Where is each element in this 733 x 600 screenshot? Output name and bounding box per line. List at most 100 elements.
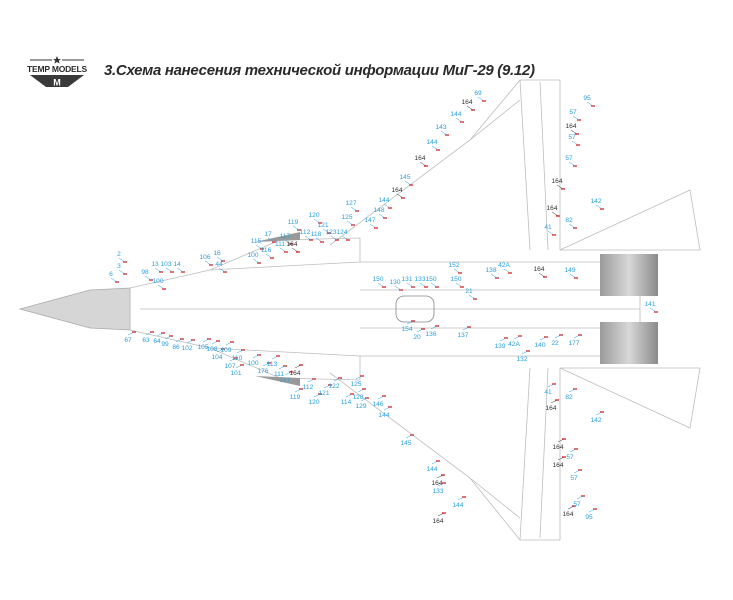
leader-line	[216, 256, 224, 262]
leader-line	[204, 260, 212, 266]
leader-line	[252, 258, 260, 264]
callout-number: 140	[534, 342, 545, 349]
callout-number: 120	[308, 399, 319, 406]
leader-line	[279, 247, 287, 253]
decal-marks	[115, 100, 658, 514]
leader-line	[110, 277, 118, 283]
callout-number: 111	[275, 241, 285, 248]
leader-line	[576, 495, 584, 500]
leader-line	[252, 354, 260, 359]
callout-number: 137	[457, 332, 468, 339]
leader-line	[154, 267, 162, 273]
leader-line	[378, 213, 386, 219]
callout-number: 41	[544, 389, 552, 396]
leader-line	[218, 267, 226, 273]
callout-number: 100	[247, 360, 258, 367]
callout-number: 2	[117, 251, 121, 258]
leader-line	[466, 105, 474, 111]
leader-line	[307, 378, 315, 383]
callout-number: 82	[565, 394, 573, 401]
leader-line	[649, 307, 657, 313]
callout-number: 130	[389, 279, 400, 286]
leader-line	[539, 336, 547, 341]
leader-line	[341, 235, 349, 241]
leader-line	[235, 364, 243, 369]
leader-line	[586, 101, 594, 107]
leader-line	[156, 332, 164, 337]
callout-number: 131	[401, 276, 412, 283]
leader-line	[404, 180, 412, 186]
leader-line	[186, 339, 194, 344]
leader-line	[265, 253, 273, 259]
callout-number-164: 164	[545, 405, 556, 412]
leader-line	[430, 282, 438, 288]
lower-wing	[329, 368, 561, 541]
callout-number: 57	[568, 134, 576, 141]
callout-number: 69	[474, 90, 482, 97]
leader-line	[383, 203, 391, 209]
callout-number: 109	[220, 347, 231, 354]
callout-number: 144	[426, 139, 437, 146]
callout-number: 150	[450, 276, 461, 283]
left-intake	[209, 237, 361, 271]
leader-line	[595, 204, 603, 210]
callout-number: 143	[435, 124, 446, 131]
callout-number: 3	[117, 263, 121, 270]
leader-line	[569, 448, 577, 453]
leader-line	[144, 275, 152, 281]
upper-wing	[329, 79, 561, 250]
callout-number: 41	[544, 224, 552, 231]
leader-line	[503, 268, 511, 274]
callout-number: 152	[448, 262, 459, 269]
callout-number: 112	[303, 384, 314, 391]
leader-line	[457, 496, 465, 501]
callout-number: 105	[197, 344, 208, 351]
callout-number: 103	[160, 261, 171, 268]
callout-number: 142	[590, 198, 601, 205]
leader-line	[165, 267, 173, 273]
callout-number: 117	[280, 233, 291, 240]
leader-line	[255, 244, 263, 250]
upper-engine-nozzle	[600, 254, 658, 296]
leader-line	[572, 115, 580, 121]
callout-number: 106	[199, 254, 210, 261]
callout-number: 20	[413, 334, 421, 341]
leader-line	[416, 328, 424, 333]
callout-number: 114	[341, 399, 352, 406]
leader-line	[127, 331, 135, 336]
callout-number: 149	[564, 267, 575, 274]
callout-number: 150	[372, 276, 383, 283]
leader-line	[437, 512, 445, 517]
callout-number: 22	[551, 340, 559, 347]
callout-number: 57	[566, 454, 574, 461]
lower-wing-flap	[469, 367, 549, 541]
callout-number-164: 164	[432, 518, 443, 525]
leader-line	[547, 230, 555, 236]
callout-number: 116	[261, 247, 272, 254]
callout-number: 141	[644, 301, 655, 308]
callout-number: 102	[181, 345, 192, 352]
callout-number: 57	[569, 109, 577, 116]
callout-number: 108	[206, 346, 217, 353]
leader-line	[568, 223, 576, 229]
leader-line	[588, 508, 596, 513]
leader-line	[333, 377, 341, 382]
callout-number-164: 164	[414, 155, 425, 162]
leader-line	[175, 338, 183, 343]
callout-number: 133	[432, 488, 443, 495]
leader-line	[406, 320, 414, 325]
callout-number: 142	[590, 417, 601, 424]
callout-number-164: 164	[551, 178, 562, 185]
callout-number: 64	[153, 338, 161, 345]
leader-line	[278, 365, 286, 370]
leader-line	[538, 272, 546, 278]
leader-line	[490, 273, 498, 279]
leader-line	[229, 357, 237, 362]
callout-number: 121	[317, 222, 328, 229]
leader-line	[437, 482, 445, 487]
callout-number: 148	[373, 207, 384, 214]
leader-line	[176, 267, 184, 273]
leader-line	[294, 364, 302, 369]
callout-number: 14	[173, 261, 181, 268]
leader-line	[431, 145, 439, 151]
